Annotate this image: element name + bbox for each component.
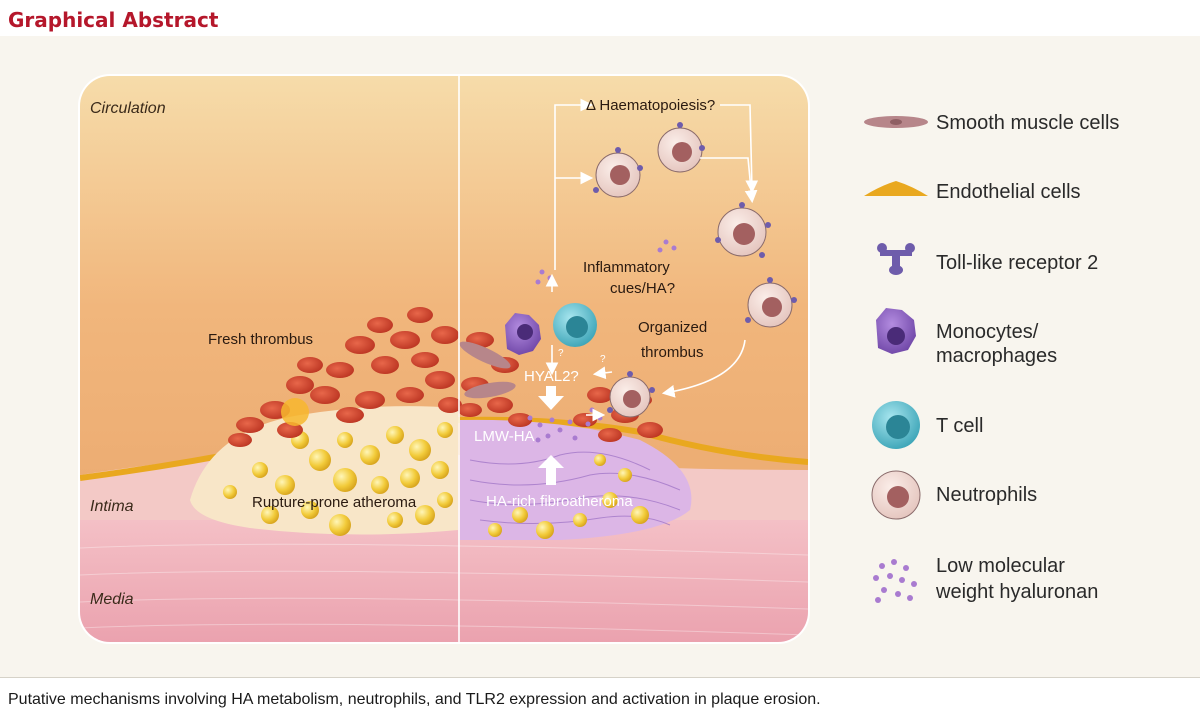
fibroatheroma-label: HA-rich fibroatheroma (486, 493, 633, 510)
legend-smooth-muscle-label: Smooth muscle cells (936, 112, 1120, 134)
lipid-droplets-right (488, 454, 649, 539)
legend-tcell-label: T cell (936, 415, 984, 437)
tlr2-markers (593, 122, 797, 413)
intima-label: Intima (90, 498, 134, 515)
legend-monocyte-line2: macrophages (936, 345, 1058, 367)
hyaluronan-icon (873, 559, 917, 603)
legend-tlr2-label: Toll-like receptor 2 (936, 252, 1099, 274)
hyal2-label: HYAL2? (524, 368, 579, 385)
figure-panel: Circulation Intima Media Fresh thrombus … (0, 36, 1200, 677)
hyal2-down-arrow (538, 386, 564, 410)
media-layer (80, 520, 808, 642)
media-label: Media (90, 591, 134, 608)
atheroma-label: Rupture-prone atheroma (252, 494, 417, 511)
organized-thrombus-line1: Organized (638, 319, 707, 336)
haematopoiesis-label: Δ Haematopoiesis? (586, 97, 715, 114)
legend-monocyte-line1: Monocytes/ (936, 321, 1039, 343)
legend-hyaluronan-line1: Low molecular (936, 555, 1065, 577)
caption-area: Putative mechanisms involving HA metabol… (0, 677, 1200, 722)
fresh-thrombus-label: Fresh thrombus (208, 331, 313, 348)
circulation-label: Circulation (90, 100, 166, 117)
smooth-muscle-cells-plaque (459, 341, 516, 399)
legend-neutrophil-label: Neutrophils (936, 484, 1038, 506)
monocyte-nucleus (517, 324, 533, 340)
figure-caption: Putative mechanisms involving HA metabol… (8, 691, 821, 708)
organized-thrombus-line2: thrombus (641, 344, 704, 361)
question-mark-2: ? (600, 354, 606, 365)
header: Graphical Abstract (0, 0, 1200, 36)
lmwha-label: LMW-HA (474, 428, 535, 445)
inflammatory-cues-line2: cues/HA? (610, 280, 675, 297)
t-cell-nucleus (566, 316, 588, 338)
lipid-droplets-left (223, 422, 453, 536)
page-title: Graphical Abstract (8, 8, 219, 32)
question-mark-1: ? (558, 348, 564, 359)
legend-hyaluronan-line2: weight hyaluronan (936, 581, 1099, 603)
tlr2-icon (877, 243, 915, 275)
inflammatory-cues-line1: Inflammatory (583, 259, 670, 276)
legend-endothelial-label: Endothelial cells (936, 181, 1081, 203)
neutrophil-cells-circulation (595, 127, 793, 418)
lmwha-up-arrow (538, 455, 564, 485)
diagram-canvas: Circulation Intima Media Fresh thrombus … (78, 74, 928, 644)
endothelial-cell-icon (864, 181, 928, 196)
fresh-thrombus (228, 307, 462, 447)
flow-arrows (545, 98, 759, 422)
